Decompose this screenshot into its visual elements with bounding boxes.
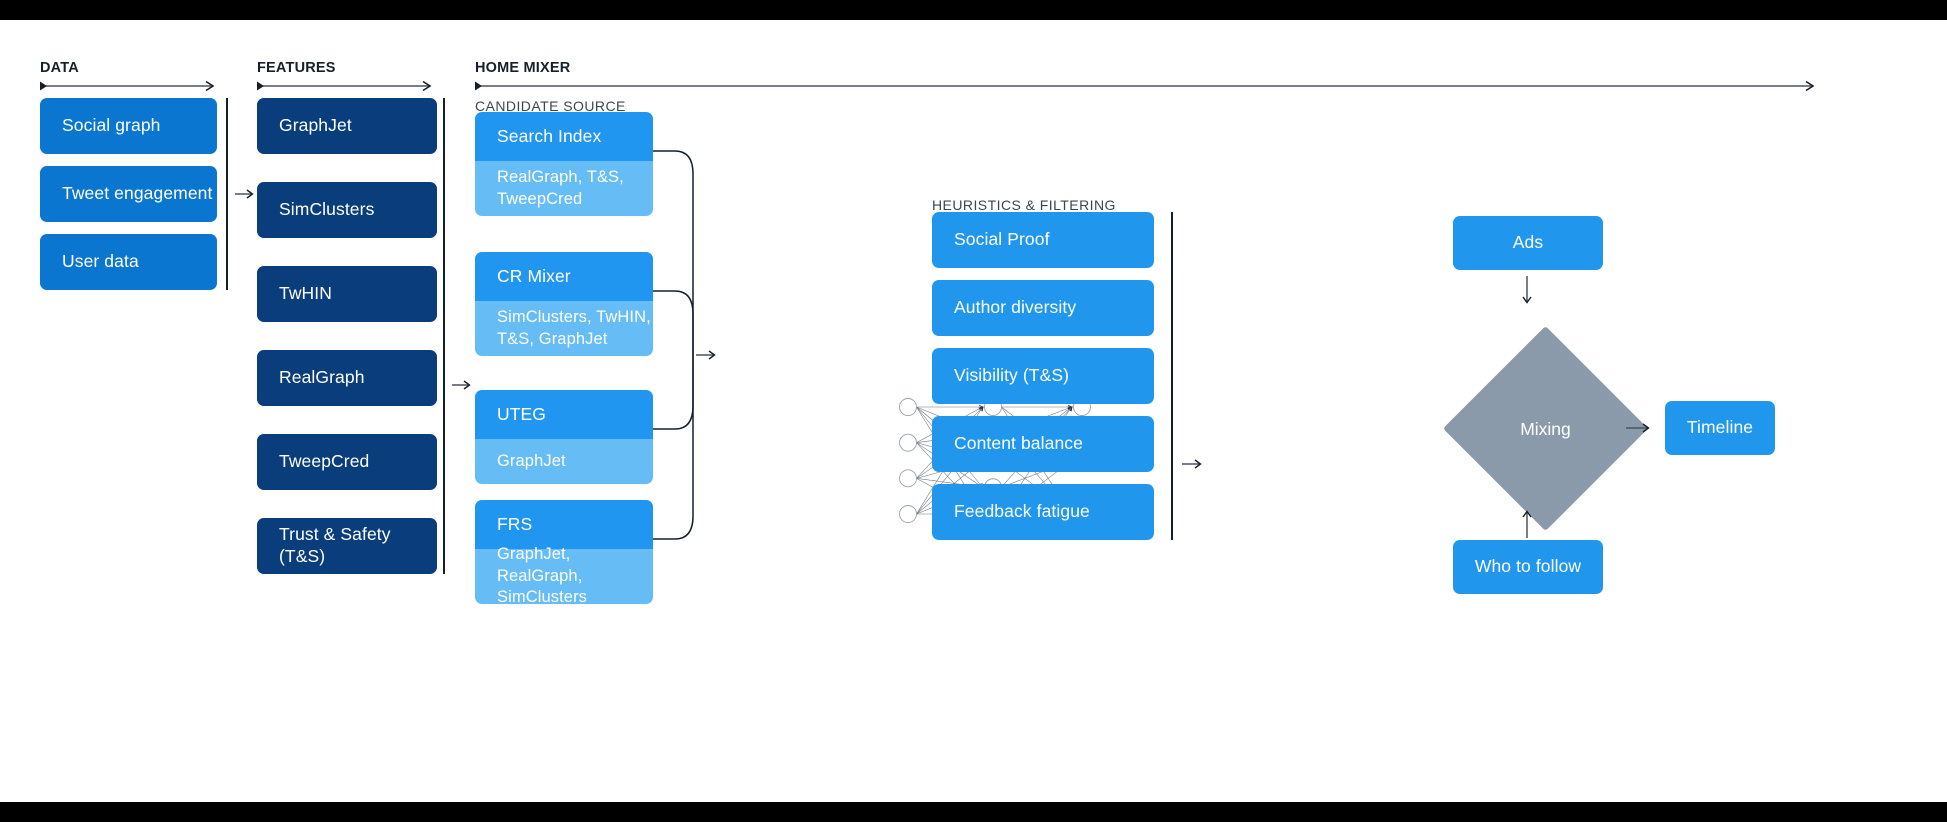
- subsection-title-heuristics: HEURISTICS & FILTERING: [932, 197, 1116, 213]
- data-box-label: Tweet engagement: [62, 183, 213, 204]
- output-box-ads[interactable]: Ads: [1453, 216, 1603, 270]
- candidate-source-title: Search Index: [475, 112, 653, 161]
- feature-box-label: RealGraph: [279, 367, 365, 388]
- output-box-who-to-follow[interactable]: Who to follow: [1453, 540, 1603, 594]
- data-box-label: Social graph: [62, 115, 161, 136]
- feature-box-simclusters[interactable]: SimClusters: [257, 182, 437, 238]
- section-title-home-mixer: HOME MIXER: [475, 60, 571, 76]
- arrow-ads-to-mixing: [1521, 276, 1533, 308]
- features-axis-arrow: [257, 80, 437, 92]
- feature-box-label: GraphJet: [279, 115, 352, 136]
- candidate-source-card-frs[interactable]: FRS GraphJet, RealGraph, SimClusters: [475, 500, 653, 604]
- heuristic-box-visibility[interactable]: Visibility (T&S): [932, 348, 1154, 404]
- output-box-label: Ads: [1512, 232, 1544, 253]
- candidate-source-title: UTEG: [475, 390, 653, 439]
- data-box-label: User data: [62, 251, 139, 272]
- heuristic-box-label: Author diversity: [954, 297, 1077, 318]
- data-axis-arrow: [40, 80, 220, 92]
- candidate-source-merge-connectors: [653, 130, 723, 560]
- section-title-features: FEATURES: [257, 60, 336, 76]
- candidate-source-card-uteg[interactable]: UTEG GraphJet: [475, 390, 653, 484]
- heuristic-box-feedback-fatigue[interactable]: Feedback fatigue: [932, 484, 1154, 540]
- candidate-source-features: RealGraph, T&S, TweepCred: [475, 161, 653, 216]
- arrow-features-to-candidate-source: [452, 379, 474, 391]
- candidate-source-card-cr-mixer[interactable]: CR Mixer SimClusters, TwHIN, T&S, GraphJ…: [475, 252, 653, 356]
- candidate-source-title: FRS: [475, 500, 653, 549]
- home-mixer-axis-arrow: [475, 80, 1820, 92]
- arrow-candidate-source-to-heavy-ranker: [696, 349, 720, 361]
- data-box-user-data[interactable]: User data: [40, 234, 217, 290]
- heuristic-box-content-balance[interactable]: Content balance: [932, 416, 1154, 472]
- output-box-label: Who to follow: [1474, 556, 1582, 577]
- feature-box-label: Trust & Safety (T&S): [279, 524, 391, 566]
- divider-data-features: [226, 98, 228, 290]
- candidate-source-title: CR Mixer: [475, 252, 653, 301]
- feature-box-graphjet[interactable]: GraphJet: [257, 98, 437, 154]
- feature-box-tweepcred[interactable]: TweepCred: [257, 434, 437, 490]
- feature-box-label: TweepCred: [279, 451, 370, 472]
- candidate-source-features: GraphJet, RealGraph, SimClusters: [475, 545, 653, 604]
- candidate-source-card-search-index[interactable]: Search Index RealGraph, T&S, TweepCred: [475, 112, 653, 216]
- data-box-social-graph[interactable]: Social graph: [40, 98, 217, 154]
- candidate-source-features: GraphJet: [475, 439, 653, 484]
- section-title-data: DATA: [40, 60, 79, 76]
- heuristic-box-label: Feedback fatigue: [954, 501, 1090, 522]
- heuristic-box-social-proof[interactable]: Social Proof: [932, 212, 1154, 268]
- arrow-data-to-features: [235, 188, 257, 200]
- feature-box-label: TwHIN: [279, 283, 332, 304]
- divider-heuristics-mixing: [1171, 212, 1173, 540]
- feature-box-realgraph[interactable]: RealGraph: [257, 350, 437, 406]
- data-box-tweet-engagement[interactable]: Tweet engagement: [40, 166, 217, 222]
- arrow-mixing-to-timeline: [1626, 422, 1654, 434]
- divider-features-home-mixer: [443, 98, 445, 574]
- heuristic-box-label: Visibility (T&S): [954, 365, 1070, 386]
- candidate-source-features: SimClusters, TwHIN, T&S, GraphJet: [475, 301, 653, 356]
- diagram-canvas: DATA FEATURES HOME MIXER CANDIDA: [0, 20, 1947, 802]
- mixing-label: Mixing: [1520, 419, 1571, 439]
- heuristic-box-author-diversity[interactable]: Author diversity: [932, 280, 1154, 336]
- output-box-label: Timeline: [1686, 417, 1754, 438]
- arrow-who-to-follow-to-mixing: [1521, 506, 1533, 538]
- heuristic-box-label: Content balance: [954, 433, 1083, 454]
- output-box-timeline[interactable]: Timeline: [1665, 401, 1775, 455]
- feature-box-twhin[interactable]: TwHIN: [257, 266, 437, 322]
- subsection-title-candidate-source: CANDIDATE SOURCE: [475, 98, 626, 114]
- feature-box-label: SimClusters: [279, 199, 375, 220]
- feature-box-trust-safety[interactable]: Trust & Safety (T&S): [257, 518, 437, 574]
- heuristic-box-label: Social Proof: [954, 229, 1050, 250]
- arrow-heuristics-to-mixing: [1182, 458, 1206, 470]
